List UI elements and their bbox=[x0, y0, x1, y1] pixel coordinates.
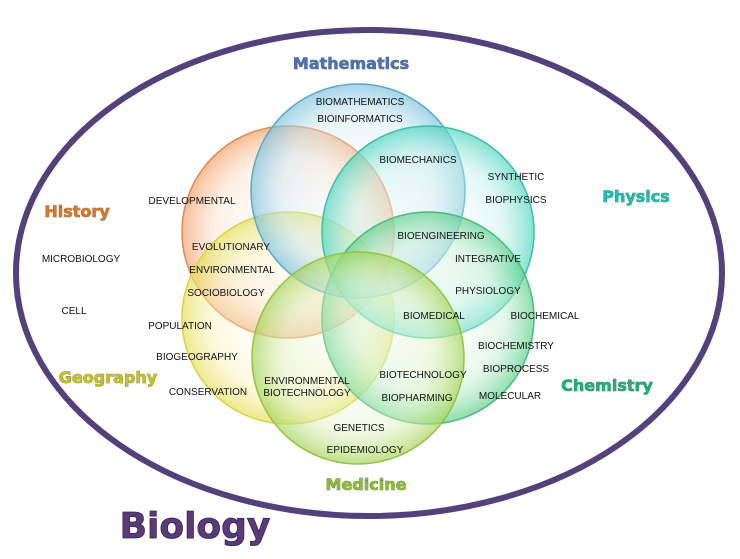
history-label: History bbox=[44, 202, 110, 221]
term-molecular: MOLECULAR bbox=[479, 391, 541, 402]
term-biopharming: BIOPHARMING bbox=[381, 393, 452, 404]
term-environmental-biotech-line1: ENVIRONMENTAL bbox=[264, 376, 350, 387]
term-integrative: INTEGRATIVE bbox=[455, 254, 521, 265]
term-bioengineering: BIOENGINEERING bbox=[397, 231, 484, 242]
term-physiology: PHYSIOLOGY bbox=[455, 286, 521, 297]
physics-label: Physics bbox=[602, 187, 670, 206]
term-biomathematics: BIOMATHEMATICS bbox=[316, 97, 405, 108]
medicine-circle bbox=[251, 251, 465, 465]
biology-outer-ellipse bbox=[13, 27, 725, 519]
term-biotechnology: BIOTECHNOLOGY bbox=[379, 370, 467, 381]
biology-title: Biology bbox=[120, 506, 271, 547]
term-bioprocess: BIOPROCESS bbox=[483, 364, 549, 375]
term-population: POPULATION bbox=[148, 321, 212, 332]
chemistry-label: Chemistry bbox=[561, 376, 653, 395]
term-environmental-biotech-line2: BIOTECHNOLOGY bbox=[263, 388, 351, 399]
term-synthetic: SYNTHETIC bbox=[488, 172, 545, 183]
mathematics-label: Mathematics bbox=[293, 54, 409, 73]
term-biomedical: BIOMEDICAL bbox=[403, 311, 465, 322]
term-environmental: ENVIRONMENTAL bbox=[189, 265, 275, 276]
term-developmental: DEVELOPMENTAL bbox=[148, 196, 235, 207]
term-cell: CELL bbox=[61, 306, 86, 317]
term-biogeography: BIOGEOGRAPHY bbox=[156, 352, 238, 363]
term-sociobiology: SOCIOBIOLOGY bbox=[187, 288, 265, 299]
term-biochemical: BIOCHEMICAL bbox=[511, 311, 580, 322]
term-biomechanics: BIOMECHANICS bbox=[379, 155, 457, 166]
term-biophysics: BIOPHYSICS bbox=[485, 195, 546, 206]
term-conservation: CONSERVATION bbox=[169, 387, 247, 398]
term-microbiology: MICROBIOLOGY bbox=[42, 254, 121, 265]
term-genetics: GENETICS bbox=[333, 423, 384, 434]
term-evolutionary: EVOLUTIONARY bbox=[192, 242, 270, 253]
term-epidemiology: EPIDEMIOLOGY bbox=[327, 445, 404, 456]
medicine-label: Medicine bbox=[326, 475, 407, 494]
term-biochemistry: BIOCHEMISTRY bbox=[478, 341, 554, 352]
term-bioinformatics: BIOINFORMATICS bbox=[317, 114, 403, 125]
geography-label: Geography bbox=[59, 368, 158, 387]
